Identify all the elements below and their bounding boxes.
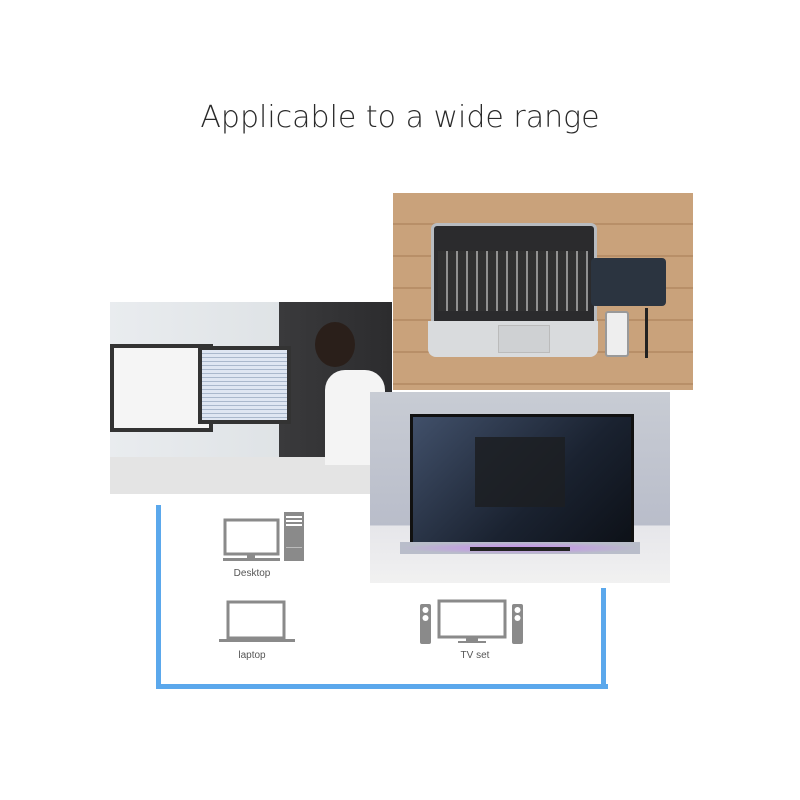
tv-living-room-photo — [370, 392, 670, 583]
device-label-desktop: Desktop — [233, 568, 271, 579]
device-label-tv: TV set — [460, 650, 490, 661]
desktop-computer-icon — [223, 512, 304, 561]
device-label-laptop: laptop — [238, 650, 266, 661]
laptop-icon — [219, 600, 295, 642]
frame-line-bottom — [156, 684, 608, 689]
frame-line-left — [156, 505, 161, 689]
tv-with-speakers-icon — [420, 599, 523, 644]
page-title: Applicable to a wide range — [200, 100, 600, 135]
frame-line-right — [601, 588, 606, 689]
laptop-desk-photo — [393, 193, 693, 390]
office-desk-photo — [110, 302, 392, 494]
